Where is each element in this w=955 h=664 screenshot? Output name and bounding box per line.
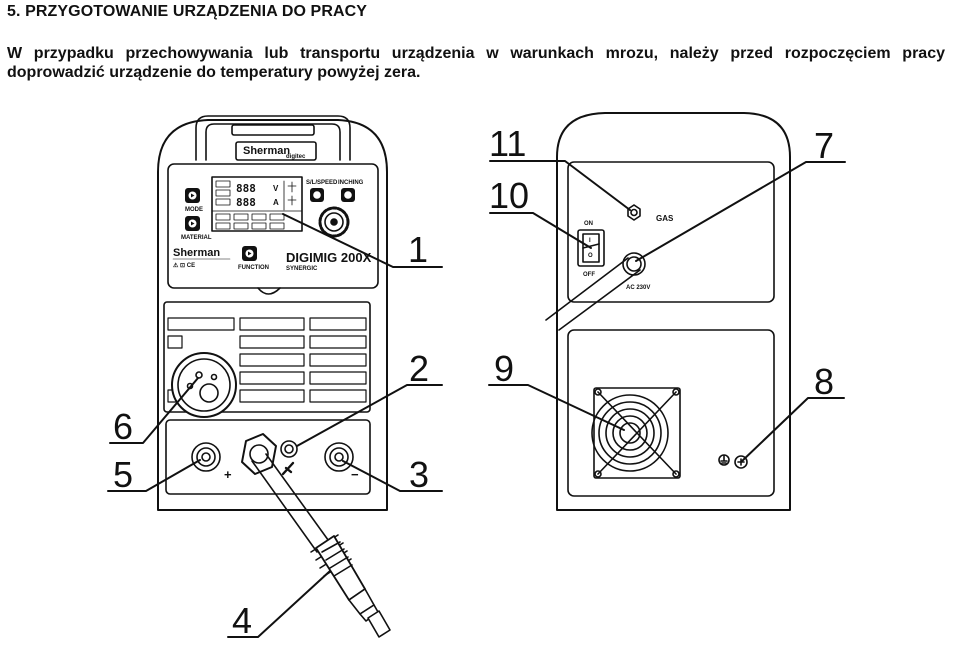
intro-paragraph: W przypadku przechowywania lub transport…	[7, 45, 945, 81]
speed-button[interactable]	[310, 188, 324, 202]
lcd-display	[211, 176, 303, 232]
switch-on-label: ON	[584, 221, 593, 227]
svg-text:digitec: digitec	[286, 154, 306, 160]
gas-inlet[interactable]	[627, 204, 641, 221]
function-label: FUNCTION	[238, 265, 269, 271]
svg-text:V: V	[273, 184, 279, 193]
display-row1: 888	[236, 182, 256, 195]
mode-label: MODE	[185, 207, 203, 213]
front-handle	[195, 115, 351, 161]
rear-lower-panel	[567, 329, 775, 497]
callout-5: 5	[113, 454, 133, 495]
callout-11: 11	[489, 123, 526, 164]
inching-button[interactable]	[341, 188, 355, 202]
adjust-knob[interactable]	[318, 206, 350, 238]
gas-label: GAS	[656, 214, 674, 223]
function-button[interactable]	[242, 246, 257, 261]
speed-label: S/L/SPEED	[306, 180, 338, 186]
svg-text:I: I	[589, 238, 591, 244]
inching-label: INCHING	[338, 180, 364, 186]
model-name: DIGIMIG 200X	[286, 250, 372, 265]
callout-6: 6	[113, 406, 133, 447]
svg-text:A: A	[273, 198, 279, 207]
plus-terminal[interactable]	[191, 442, 221, 472]
callout-10: 10	[489, 175, 529, 216]
cable-gland	[241, 433, 277, 475]
cooling-fan	[591, 387, 681, 479]
switch-off-label: OFF	[583, 272, 595, 278]
front-view: Sherman digitec MODE MATERIAL 888 V 888 …	[157, 115, 391, 638]
minus-sign: −	[351, 467, 359, 482]
mode-button[interactable]	[185, 188, 200, 203]
callout-9: 9	[494, 348, 514, 389]
power-switch[interactable]	[577, 229, 605, 267]
control-socket[interactable]	[280, 440, 298, 476]
callout-1: 1	[408, 229, 428, 270]
section-heading: 5. PRZYGOTOWANIE URZĄDZENIA DO PRACY	[7, 3, 368, 20]
callout-4: 4	[232, 600, 252, 641]
power-label: AC 230V	[626, 285, 650, 291]
callout-8: 8	[814, 361, 834, 402]
display-row2: 888	[236, 196, 256, 209]
terminal-panel	[165, 419, 371, 495]
ground-icon	[718, 454, 730, 466]
svg-text:O: O	[588, 253, 593, 259]
rear-upper-panel	[567, 161, 775, 303]
front-brand-top: Sherman	[243, 145, 290, 157]
power-cable	[545, 252, 646, 331]
minus-terminal[interactable]	[324, 442, 354, 472]
material-label: MATERIAL	[181, 235, 212, 241]
front-brand-left: Sherman	[173, 247, 220, 259]
rear-body	[556, 112, 791, 511]
front-body	[157, 119, 388, 511]
rear-view: ON I O OFF GAS AC 230V	[545, 112, 791, 511]
cert-marks: ⚠ ⊡ CE	[173, 262, 195, 269]
control-panel	[167, 163, 379, 289]
callout-2: 2	[409, 348, 429, 389]
torch-cable	[251, 453, 391, 638]
callout-3: 3	[409, 454, 429, 495]
front-vents	[163, 301, 371, 413]
plus-sign: +	[224, 467, 232, 482]
euro-torch-socket[interactable]	[171, 352, 237, 418]
callout-7: 7	[814, 125, 834, 166]
material-button[interactable]	[185, 216, 200, 231]
callouts: 1 2 3 4 5 6 7 8 9 10 11	[107, 123, 846, 641]
model-sub: SYNERGIC	[286, 266, 318, 272]
